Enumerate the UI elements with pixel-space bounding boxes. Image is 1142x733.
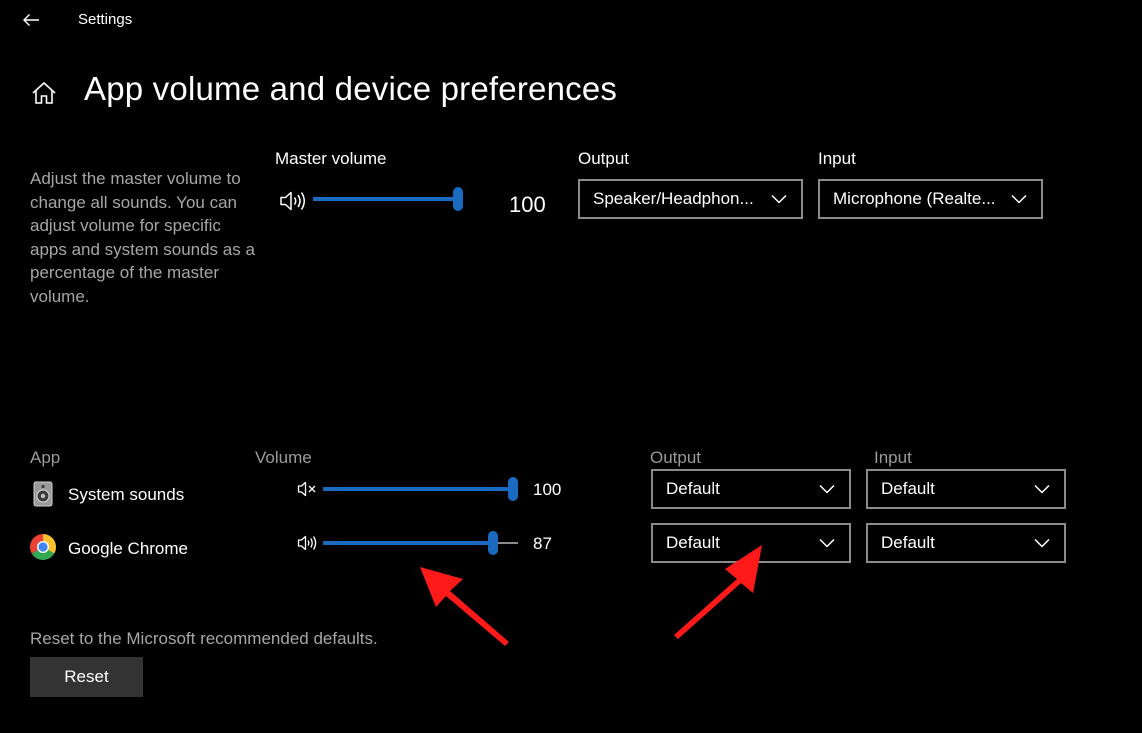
google-chrome-output-value: Default [666,533,720,552]
chevron-down-icon [1034,538,1050,548]
system-sounds-output-value: Default [666,479,720,498]
chevron-down-icon [1011,194,1027,204]
master-output-value: Speaker/Headphon... [593,189,754,208]
chevron-down-icon [771,194,787,204]
column-header-app: App [30,448,61,467]
master-input-dropdown[interactable]: Microphone (Realte... [818,179,1043,219]
app-name-system-sounds: System sounds [68,485,185,504]
master-volume-label: Master volume [275,149,387,168]
slider-fill [313,197,458,201]
master-output-dropdown[interactable]: Speaker/Headphon... [578,179,803,219]
system-sounds-icon [30,481,56,507]
system-sounds-input-value: Default [881,479,935,498]
slider-fill [323,541,493,545]
home-button[interactable] [28,78,60,108]
annotation-arrow-volume [420,567,509,646]
master-mute-button[interactable] [279,189,309,213]
window-title: Settings [78,11,133,28]
slider-thumb[interactable] [453,187,463,211]
speaker-muted-icon [297,481,316,497]
system-sounds-input-dropdown[interactable]: Default [866,469,1066,509]
slider-fill [323,487,513,491]
speaker-icon [280,191,305,211]
slider-thumb[interactable] [488,531,498,555]
column-header-output: Output [650,448,702,467]
reset-button[interactable]: Reset [30,657,143,697]
reset-description: Reset to the Microsoft recommended defau… [30,629,378,648]
system-sounds-volume-value: 100 [533,480,562,499]
master-volume-slider[interactable] [313,187,463,211]
master-output-label: Output [578,149,630,168]
system-sounds-output-dropdown[interactable]: Default [651,469,851,509]
google-chrome-volume-value: 87 [533,534,552,553]
google-chrome-mute-button[interactable] [297,534,319,552]
chrome-icon [29,533,57,561]
chevron-down-icon [1034,484,1050,494]
system-sounds-volume-slider[interactable] [323,477,518,501]
speaker-icon [297,535,317,551]
back-arrow-icon [23,14,39,26]
google-chrome-input-value: Default [881,533,935,552]
master-volume-value: 100 [509,192,546,217]
google-chrome-input-dropdown[interactable]: Default [866,523,1066,563]
master-input-value: Microphone (Realte... [833,189,996,208]
column-header-input: Input [874,448,912,467]
back-button[interactable] [14,6,48,34]
system-sounds-mute-button[interactable] [297,480,319,498]
google-chrome-volume-slider[interactable] [323,531,518,555]
page-title: App volume and device preferences [84,70,618,107]
page-description: Adjust the master volume to change all s… [30,169,255,306]
google-chrome-output-dropdown[interactable]: Default [651,523,851,563]
column-header-volume: Volume [255,448,312,467]
slider-thumb[interactable] [508,477,518,501]
chevron-down-icon [819,484,835,494]
chevron-down-icon [819,538,835,548]
app-name-google-chrome: Google Chrome [68,539,189,558]
home-icon [32,81,56,104]
master-input-label: Input [818,149,856,168]
